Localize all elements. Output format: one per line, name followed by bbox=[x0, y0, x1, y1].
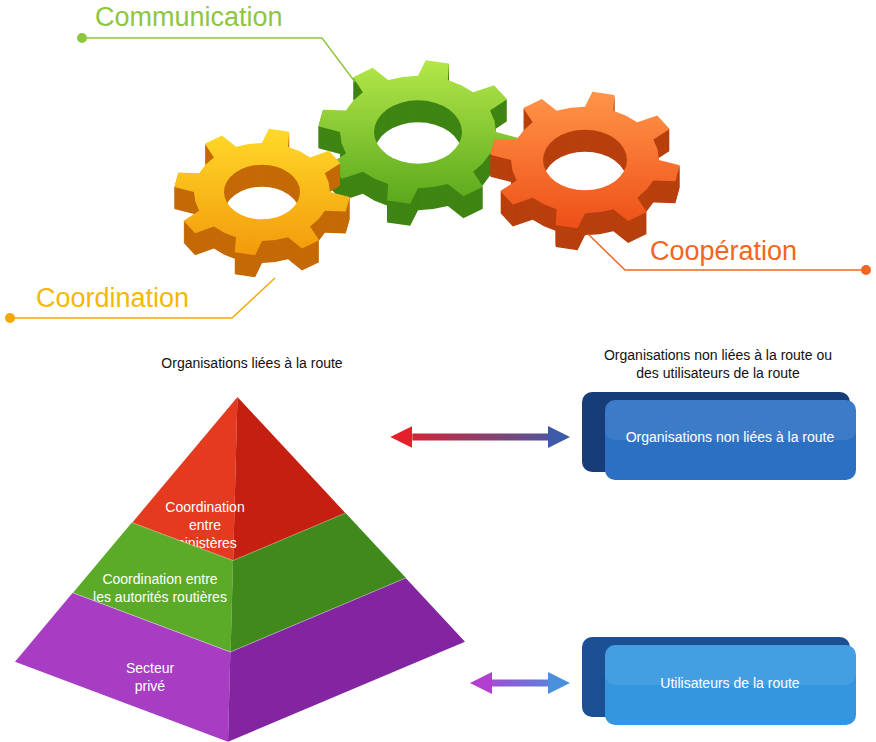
band-edge bbox=[132, 513, 346, 561]
leader-line bbox=[588, 234, 866, 270]
band-left-face bbox=[15, 593, 230, 742]
gear-shape bbox=[490, 92, 679, 250]
node-label: Secteur privé bbox=[115, 659, 185, 695]
band-edge bbox=[73, 578, 406, 652]
leader-line bbox=[10, 278, 275, 318]
pyramid-band: Secteur privé bbox=[15, 578, 465, 742]
box-front bbox=[605, 400, 856, 480]
gear-side bbox=[174, 130, 349, 256]
gear-side bbox=[490, 93, 679, 229]
organisation-box: Utilisateurs de la route bbox=[582, 635, 858, 727]
double-arrow bbox=[492, 680, 548, 687]
group-heading: Organisations non liées à la route ou de… bbox=[600, 346, 836, 382]
gear-face bbox=[318, 60, 517, 204]
node-label: Organisations non liées à la route bbox=[608, 428, 852, 446]
leader-lines bbox=[5, 33, 871, 323]
gear-face bbox=[174, 129, 349, 255]
node-label: Coordination entre les autorités routièr… bbox=[92, 570, 227, 606]
leader-dot bbox=[861, 265, 871, 275]
node-label: Utilisateurs de la route bbox=[608, 674, 852, 692]
leader-line bbox=[82, 38, 355, 82]
double-arrow bbox=[412, 434, 548, 441]
node-outline bbox=[15, 578, 465, 742]
gear-label: Coopération bbox=[650, 234, 797, 269]
gear-illustration bbox=[174, 60, 679, 277]
gear-side bbox=[318, 61, 517, 205]
box-front bbox=[605, 645, 856, 725]
leader-dot bbox=[77, 33, 87, 43]
gear-face bbox=[490, 92, 679, 228]
leader-dot bbox=[5, 313, 15, 323]
group-heading: Organisations liées à la route bbox=[122, 354, 382, 372]
organisation-box: Organisations non liées à la route bbox=[582, 390, 858, 482]
gear-label: Communication bbox=[95, 0, 283, 35]
gear-label: Coordination bbox=[36, 281, 189, 316]
gear-shape bbox=[174, 129, 349, 277]
